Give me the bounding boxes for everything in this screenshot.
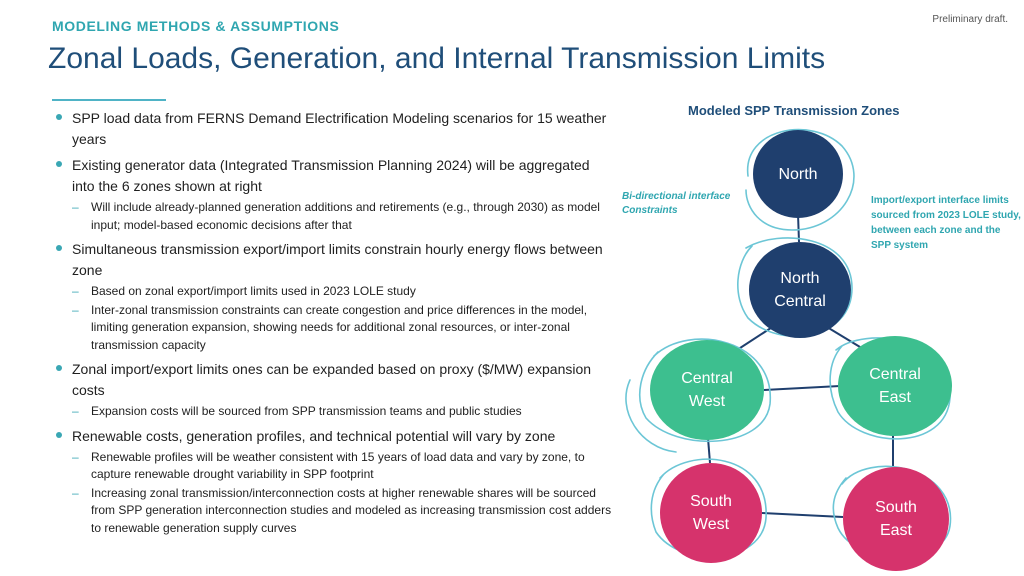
bullet-text: Existing generator data (Integrated Tran…	[72, 157, 590, 194]
zone-north: North	[753, 130, 843, 218]
sub-bullet-item: Will include already-planned generation …	[72, 199, 614, 234]
link-centralwest-centraleast	[763, 385, 841, 391]
title-underline	[52, 99, 166, 101]
sub-bullet-item: Renewable profiles will be weather consi…	[72, 449, 614, 484]
zone-north-central: North Central	[749, 242, 851, 338]
sub-bullet-list: Based on zonal export/import limits used…	[72, 283, 614, 354]
zone-central-west: Central West	[650, 340, 764, 440]
bullet-text: Simultaneous transmission export/import …	[72, 241, 603, 278]
bullet-text: Renewable costs, generation profiles, an…	[72, 427, 556, 444]
bullet-item: Zonal import/export limits ones can be e…	[52, 359, 614, 421]
zone-south-east: South East	[843, 467, 949, 571]
link-southwest-southeast	[761, 512, 844, 518]
diagram-title: Modeled SPP Transmission Zones	[688, 103, 900, 118]
zone-south-west: South West	[660, 463, 762, 563]
sub-bullet-item: Expansion costs will be sourced from SPP…	[72, 403, 614, 421]
link-centralwest-southwest	[707, 437, 711, 464]
sub-bullet-list: Will include already-planned generation …	[72, 199, 614, 234]
bidirectional-constraints-note: Bi-directional interface Constraints	[622, 191, 731, 216]
sub-bullet-item: Increasing zonal transmission/interconne…	[72, 485, 614, 538]
sub-bullet-item: Based on zonal export/import limits used…	[72, 283, 614, 301]
draft-label: Preliminary draft.	[932, 14, 1008, 25]
sub-bullet-list: Renewable profiles will be weather consi…	[72, 449, 614, 538]
slide-title: Zonal Loads, Generation, and Internal Tr…	[48, 42, 826, 75]
bullet-item: Renewable costs, generation profiles, an…	[52, 426, 614, 538]
zone-central-east: Central East	[838, 336, 952, 436]
bullet-item: Existing generator data (Integrated Tran…	[52, 155, 614, 234]
import-export-limits-note: Import/export interface limits sourced f…	[871, 195, 1021, 251]
bullet-item: Simultaneous transmission export/import …	[52, 239, 614, 354]
link-north-northcentral	[797, 213, 800, 243]
sub-bullet-item: Inter-zonal transmission constraints can…	[72, 302, 614, 355]
sub-bullet-list: Expansion costs will be sourced from SPP…	[72, 403, 614, 421]
bullet-text: SPP load data from FERNS Demand Electrif…	[72, 110, 607, 147]
bullet-list: SPP load data from FERNS Demand Electrif…	[52, 108, 614, 537]
bullet-item: SPP load data from FERNS Demand Electrif…	[52, 108, 614, 150]
bullet-text: Zonal import/export limits ones can be e…	[72, 361, 592, 398]
section-kicker: MODELING METHODS & ASSUMPTIONS	[52, 18, 340, 34]
